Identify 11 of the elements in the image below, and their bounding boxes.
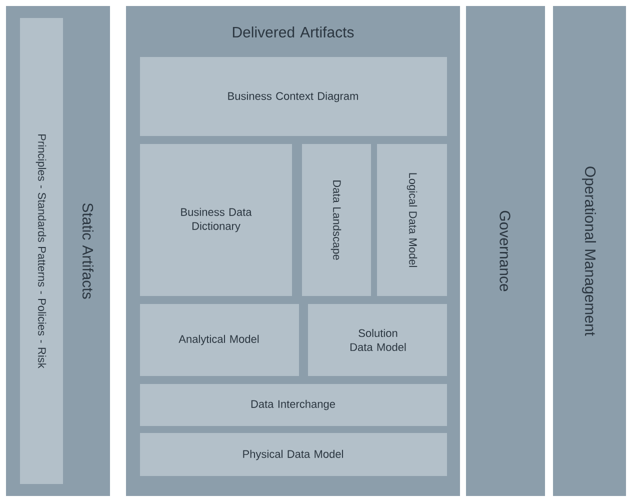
text-strip: Principles - Standards Patterns - Policies - Risk <box>20 18 63 484</box>
artifact-box: Data Landscape <box>302 144 371 296</box>
artifact-box: Business Context Diagram <box>140 57 447 136</box>
artifact-box: Analytical Model <box>140 304 299 376</box>
artifact-box: Data Interchange <box>140 384 447 426</box>
artifact-box: Logical Data Model <box>377 144 447 296</box>
artifact-box: Solution Data Model <box>308 304 447 376</box>
side-panel: Operational Management <box>553 6 626 496</box>
artifact-box: Physical Data Model <box>140 433 447 476</box>
side-panel: Governance <box>466 6 545 496</box>
artifact-box: Business Data Dictionary <box>140 144 292 296</box>
